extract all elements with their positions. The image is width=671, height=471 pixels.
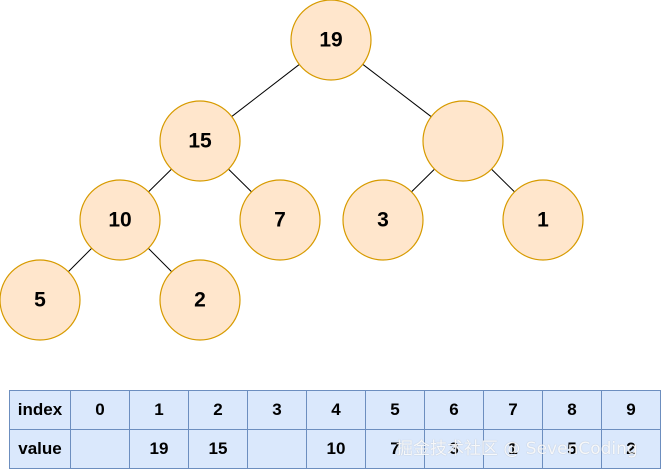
index-cell: 0 bbox=[70, 390, 130, 430]
value-cell: 10 bbox=[306, 429, 366, 469]
tree-edge bbox=[362, 63, 432, 118]
index-header-cell: index bbox=[9, 390, 71, 430]
tree-node: 15 bbox=[159, 100, 241, 182]
index-cell: 8 bbox=[542, 390, 602, 430]
value-cell: 1 bbox=[483, 429, 543, 469]
value-cell: 2 bbox=[601, 429, 661, 469]
tree-node: 19 bbox=[290, 0, 372, 81]
index-cell: 4 bbox=[306, 390, 366, 430]
value-cell bbox=[247, 429, 307, 469]
value-cell: 5 bbox=[542, 429, 602, 469]
tree-edge bbox=[411, 168, 435, 193]
node-circle bbox=[79, 179, 161, 261]
index-cell: 6 bbox=[424, 390, 484, 430]
tree-edge bbox=[231, 64, 300, 117]
node-circle bbox=[239, 179, 321, 261]
node-circle bbox=[290, 0, 372, 81]
node-circle bbox=[502, 179, 584, 261]
tree-edge bbox=[148, 168, 172, 193]
index-cell: 2 bbox=[188, 390, 248, 430]
tree-node: 5 bbox=[0, 259, 81, 341]
value-cell: 15 bbox=[188, 429, 248, 469]
index-cell: 9 bbox=[601, 390, 661, 430]
value-cell bbox=[70, 429, 130, 469]
tree-node bbox=[422, 100, 504, 182]
value-header-cell: value bbox=[9, 429, 71, 469]
value-cell: 19 bbox=[129, 429, 189, 469]
tree-edge bbox=[147, 247, 173, 273]
tree-edge bbox=[491, 168, 515, 193]
node-value: 1 bbox=[537, 209, 549, 232]
node-value: 5 bbox=[34, 289, 46, 312]
tree-edge bbox=[67, 247, 93, 273]
value-cell: 7 bbox=[365, 429, 425, 469]
index-cell: 5 bbox=[365, 390, 425, 430]
node-value: 2 bbox=[194, 289, 206, 312]
node-value: 15 bbox=[188, 130, 212, 153]
value-cell: 3 bbox=[424, 429, 484, 469]
tree-node: 7 bbox=[239, 179, 321, 261]
node-value: 10 bbox=[108, 209, 131, 232]
tree-edges bbox=[67, 63, 515, 273]
tree-node: 1 bbox=[502, 179, 584, 261]
tree-node: 10 bbox=[79, 179, 161, 261]
node-circle bbox=[159, 259, 241, 341]
watermark: 掘金技术社区 @ SevenCoding bbox=[396, 439, 638, 459]
index-cell: 7 bbox=[483, 390, 543, 430]
node-circle bbox=[422, 100, 504, 182]
index-cell: 1 bbox=[129, 390, 189, 430]
node-value: 19 bbox=[319, 29, 342, 52]
node-circle bbox=[342, 179, 424, 261]
node-circle bbox=[0, 259, 81, 341]
node-circle bbox=[159, 100, 241, 182]
tree-node: 2 bbox=[159, 259, 241, 341]
tree-node: 3 bbox=[342, 179, 424, 261]
node-value: 3 bbox=[377, 209, 389, 232]
tree-edge bbox=[228, 168, 252, 193]
index-cell: 3 bbox=[247, 390, 307, 430]
node-value: 7 bbox=[274, 209, 286, 232]
